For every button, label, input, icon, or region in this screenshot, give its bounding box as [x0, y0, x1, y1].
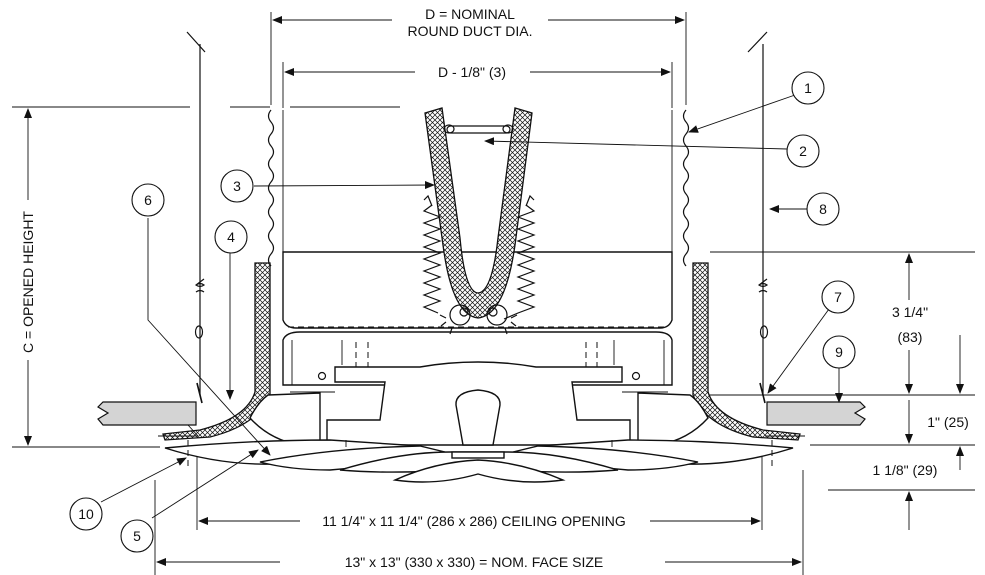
height-c-label: 1 1/8" (29): [873, 462, 938, 478]
ceiling-opening-label: 11 1/4" x 11 1/4" (286 x 286) CEILING OP…: [322, 513, 626, 529]
callout-4: 4: [214, 220, 248, 254]
width-dimensions-bottom: 11 1/4" x 11 1/4" (286 x 286) CEILING OP…: [154, 455, 804, 575]
callout-5: 5: [120, 519, 154, 553]
callout-6: 6: [131, 183, 165, 217]
callout-leaders: [100, 94, 843, 519]
opened-height-dimension: C = OPENED HEIGHT: [12, 106, 400, 448]
svg-text:8: 8: [819, 201, 827, 217]
ceiling-tile-left: [97, 401, 199, 437]
svg-text:3: 3: [233, 178, 241, 194]
center-deflector: [249, 361, 709, 446]
face-size-label: 13" x 13" (330 x 330) = NOM. FACE SIZE: [345, 554, 604, 570]
callout-3: 3: [220, 169, 254, 203]
svg-text:9: 9: [835, 344, 843, 360]
callout-9: 9: [822, 335, 856, 369]
svg-text:4: 4: [227, 229, 235, 245]
height-a-line2: (83): [898, 329, 923, 345]
height-dimensions-right: 3 1/4" (83) 1" (25) 1 1/8" (29): [707, 251, 975, 530]
hanger-wires: [186, 31, 769, 404]
opened-height-label: C = OPENED HEIGHT: [20, 211, 36, 353]
duct-diameter-dimension: D = NOMINAL ROUND DUCT DIA.: [270, 6, 687, 105]
svg-text:1: 1: [804, 80, 812, 96]
svg-text:7: 7: [834, 289, 842, 305]
callout-10: 10: [69, 497, 103, 531]
height-b-label: 1" (25): [927, 414, 969, 430]
callout-8: 8: [806, 192, 840, 226]
height-a-line1: 3 1/4": [892, 304, 928, 320]
svg-text:5: 5: [133, 528, 141, 544]
inner-dia-label: D - 1/8" (3): [438, 64, 506, 80]
callout-7: 7: [821, 280, 855, 314]
svg-text:10: 10: [78, 506, 94, 522]
inner-diameter-dimension: D - 1/8" (3): [282, 62, 673, 108]
diffuser-blades: [164, 439, 794, 483]
duct-dia-label-line1: D = NOMINAL: [425, 6, 515, 22]
callout-2: 2: [786, 134, 820, 168]
svg-text:2: 2: [799, 143, 807, 159]
duct-walls: [267, 109, 690, 267]
ceiling-tile-right: [765, 401, 866, 437]
svg-text:6: 6: [144, 192, 152, 208]
duct-dia-label-line2: ROUND DUCT DIA.: [408, 23, 533, 39]
callout-1: 1: [791, 71, 825, 105]
spring-coils: [422, 194, 536, 335]
